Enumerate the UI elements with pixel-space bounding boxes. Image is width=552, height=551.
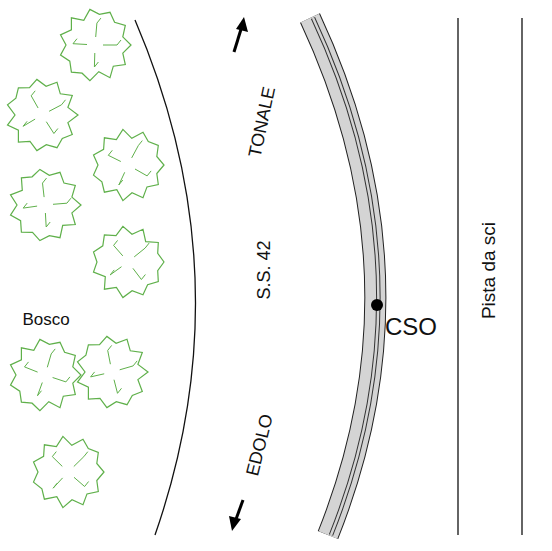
tree-detail <box>108 345 112 364</box>
tree-detail <box>103 40 121 45</box>
tree-symbol <box>94 226 165 297</box>
tree-symbol <box>61 9 132 80</box>
tree-detail <box>43 178 47 197</box>
tree-detail <box>23 203 37 208</box>
tree-detail <box>120 361 137 370</box>
tree-symbol <box>11 169 82 240</box>
point-label: CSO <box>385 315 437 339</box>
tree-detail <box>73 39 87 45</box>
tree-detail <box>114 240 123 256</box>
tree-detail <box>53 198 71 204</box>
tree-detail <box>91 372 105 377</box>
forest <box>8 9 165 507</box>
tree-detail <box>74 477 89 486</box>
direction-label: TONALE <box>246 85 279 159</box>
area-label: Pista da sci <box>480 221 499 318</box>
forest-edge <box>135 20 196 535</box>
tree-symbol <box>34 436 105 507</box>
tree-detail <box>45 213 50 227</box>
tree-detail <box>110 267 121 275</box>
tree-symbol <box>78 336 149 407</box>
tree-detail <box>49 100 65 112</box>
tree-symbol <box>94 129 165 200</box>
tree-detail <box>74 452 88 467</box>
cso-point <box>371 299 383 311</box>
ski-slope-edge <box>457 18 458 535</box>
tree-detail <box>114 380 122 394</box>
arrow-tonale <box>234 17 248 52</box>
tree-detail <box>96 18 101 37</box>
tree-detail <box>53 377 70 382</box>
tree-detail <box>133 268 146 279</box>
tree-detail <box>132 141 143 158</box>
tree-detail <box>25 362 38 372</box>
tree-detail <box>52 452 62 467</box>
tree-detail <box>94 53 98 67</box>
tree-symbol <box>11 339 82 410</box>
road-lane <box>313 18 378 535</box>
arrow-edolo <box>229 500 243 531</box>
tree-detail <box>135 169 151 176</box>
tree-detail <box>119 172 125 185</box>
tree-detail <box>46 122 58 134</box>
tree-symbol <box>8 79 79 150</box>
area-label: Bosco <box>22 311 69 328</box>
ski-slope-edge <box>521 18 522 535</box>
tree-detail <box>31 91 38 108</box>
tree-detail <box>38 383 43 396</box>
road-lane-gap <box>313 18 378 535</box>
tree-detail <box>23 119 35 126</box>
tree-detail <box>53 478 63 488</box>
direction-label: EDOLO <box>244 412 277 478</box>
tree-detail <box>108 150 121 161</box>
tree-detail <box>134 243 149 257</box>
tree-detail <box>47 349 55 367</box>
road-name: S.S. 42 <box>255 240 273 299</box>
